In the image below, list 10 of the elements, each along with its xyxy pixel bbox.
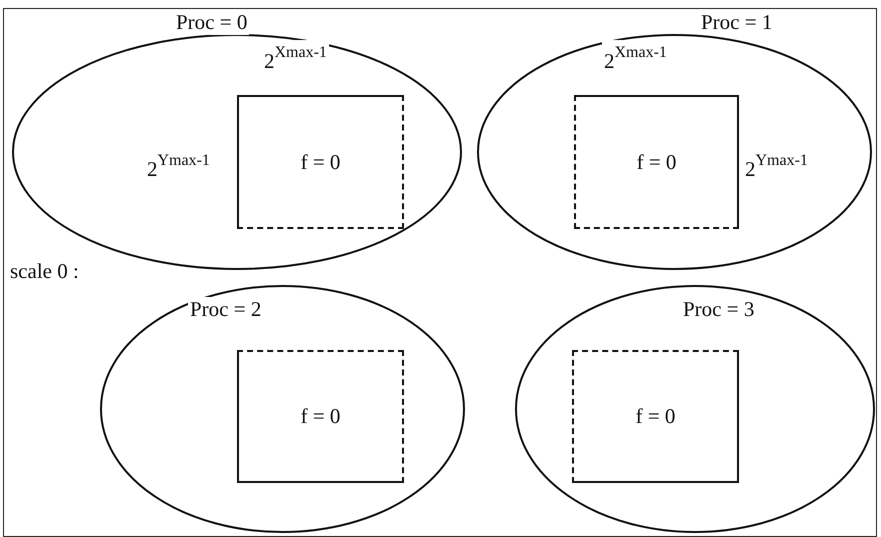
region-square — [237, 95, 404, 229]
region-label: f = 0 — [636, 404, 676, 429]
region-square — [237, 350, 404, 483]
region-square — [574, 95, 739, 229]
process-ellipse — [100, 285, 465, 533]
region-square — [572, 350, 739, 483]
region-label: f = 0 — [300, 150, 340, 174]
process-ellipse — [515, 285, 875, 533]
region-label: f = 0 — [300, 404, 340, 429]
region-label: f = 0 — [636, 150, 676, 174]
